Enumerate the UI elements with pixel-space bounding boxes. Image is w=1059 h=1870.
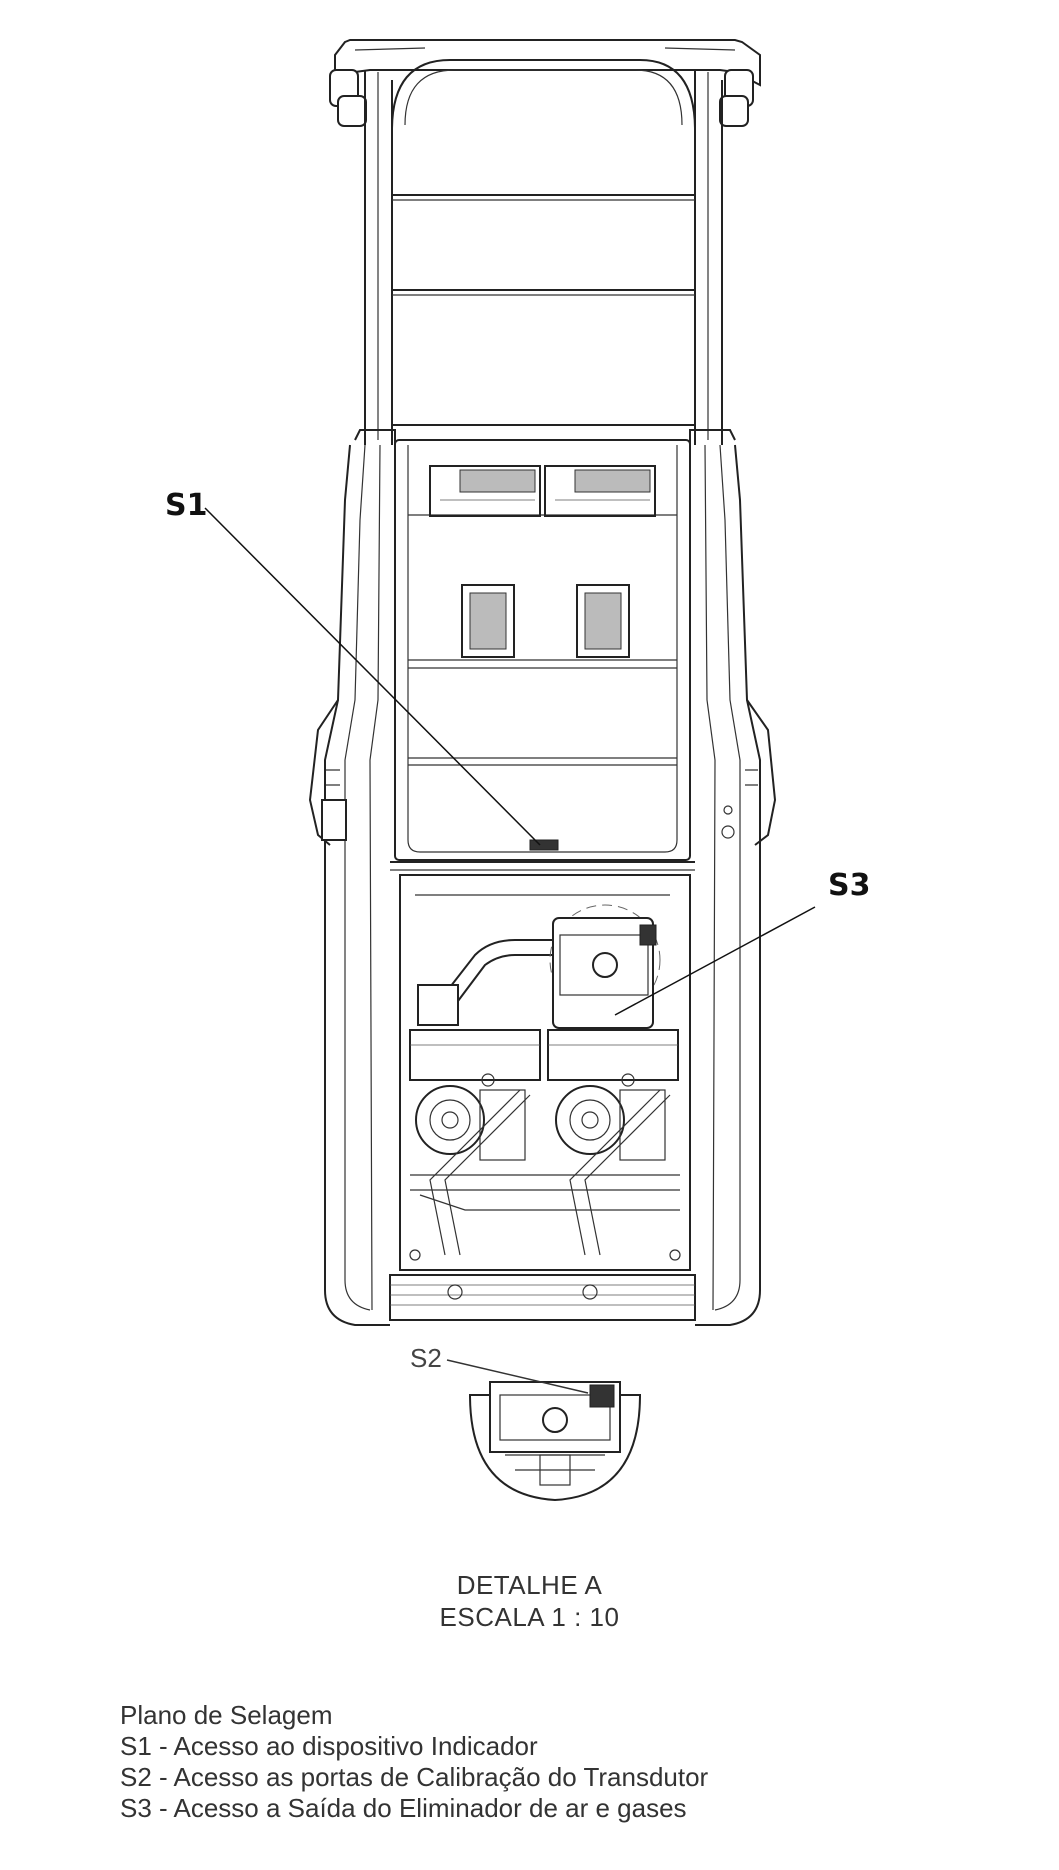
detail-title: DETALHE A bbox=[456, 1570, 603, 1600]
hydraulic-compartment bbox=[399, 874, 691, 1271]
display-head bbox=[390, 439, 695, 871]
s1-leader-line bbox=[204, 507, 541, 846]
canopy-frame bbox=[329, 39, 761, 445]
s3-leader-line bbox=[614, 906, 816, 1016]
legend-title: Plano de Selagem bbox=[120, 1700, 333, 1730]
legend-item: S3 - Acesso a Saída do Eliminador de ar … bbox=[120, 1793, 687, 1823]
dispenser-body bbox=[308, 429, 777, 1326]
detail-a-drawing bbox=[468, 1381, 642, 1502]
callout-s1: S1 bbox=[165, 488, 208, 523]
s2-leader-line bbox=[446, 1359, 589, 1394]
callout-s2: S2 bbox=[410, 1343, 442, 1373]
legend-item: S2 - Acesso as portas de Calibração do T… bbox=[120, 1762, 709, 1792]
sealing-plan-legend: Plano de Selagem S1 - Acesso ao disposit… bbox=[120, 1700, 708, 1824]
detail-scale: ESCALA 1 : 10 bbox=[439, 1602, 620, 1632]
callout-s3: S3 bbox=[828, 868, 871, 903]
dispenser-base bbox=[389, 1274, 696, 1321]
legend-item: S1 - Acesso ao dispositivo Indicador bbox=[120, 1731, 538, 1761]
callout-leaders bbox=[204, 507, 816, 1394]
